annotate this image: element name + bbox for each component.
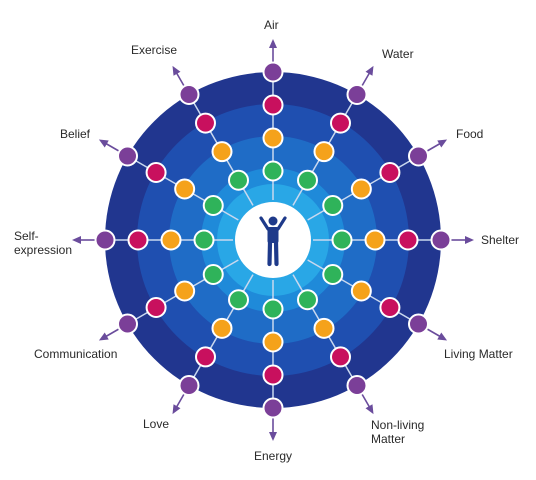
label-love: Love: [143, 417, 170, 431]
arrowhead-icon: [437, 332, 448, 341]
node-outer: [94, 229, 116, 251]
node-green: [322, 195, 344, 216]
node-orange: [350, 178, 372, 200]
node-green: [193, 229, 215, 251]
label-water: Water: [382, 47, 414, 61]
node-red: [262, 94, 284, 116]
arrowhead-icon: [365, 65, 374, 76]
arrowhead-icon: [98, 139, 109, 148]
arrowhead-icon: [269, 39, 277, 48]
node-red: [262, 364, 284, 386]
node-outer: [117, 145, 139, 167]
person-arms-raised-icon: [259, 216, 287, 267]
label-energy: Energy: [254, 449, 293, 463]
label-belief: Belief: [60, 127, 91, 141]
label-shelter: Shelter: [481, 233, 520, 247]
node-outer: [430, 229, 452, 251]
node-orange: [211, 317, 233, 339]
arrowhead-icon: [98, 332, 109, 341]
label-air: Air: [264, 18, 279, 32]
node-orange: [313, 317, 335, 339]
arrowhead-icon: [269, 432, 277, 441]
node-green: [228, 289, 249, 311]
node-green: [202, 195, 224, 216]
node-red: [379, 162, 401, 183]
node-orange: [174, 280, 196, 302]
arrowhead-icon: [172, 65, 181, 76]
label-communication: Communication: [34, 347, 118, 361]
node-orange: [174, 178, 196, 200]
node-outer: [262, 397, 284, 419]
arrowhead-icon: [72, 236, 81, 244]
spoke-arrow-shaft: [105, 142, 120, 152]
node-orange: [313, 141, 335, 163]
arrowhead-icon: [172, 404, 181, 415]
node-green: [297, 289, 318, 311]
label-food: Food: [456, 127, 484, 141]
node-orange: [262, 331, 284, 353]
node-red: [145, 297, 167, 318]
node-orange: [364, 229, 386, 251]
node-outer: [346, 84, 368, 106]
node-green: [297, 169, 318, 191]
node-green: [228, 169, 249, 191]
node-orange: [211, 141, 233, 163]
node-outer: [346, 374, 368, 396]
spoke-arrow-shaft: [426, 328, 441, 338]
spoke-arrow-shaft: [105, 328, 120, 338]
node-orange: [262, 127, 284, 149]
node-outer: [178, 374, 200, 396]
spoke-arrow-shaft: [175, 393, 185, 408]
node-outer: [178, 84, 200, 106]
label-non-living-matter: Non-living Matter: [371, 418, 425, 446]
node-green: [262, 160, 284, 182]
spoke-arrow-shaft: [361, 72, 371, 87]
node-red: [379, 297, 401, 318]
node-green: [322, 264, 344, 285]
node-green: [331, 229, 353, 251]
spoke-arrow-shaft: [426, 142, 441, 152]
node-outer: [407, 313, 429, 335]
spoke-arrow-shaft: [361, 393, 371, 408]
node-red: [195, 112, 216, 134]
arrowhead-icon: [465, 236, 474, 244]
node-outer: [407, 145, 429, 167]
label-exercise: Exercise: [131, 43, 178, 57]
node-orange: [350, 280, 372, 302]
node-green: [202, 264, 224, 285]
node-red: [145, 162, 167, 183]
node-red: [330, 346, 351, 368]
node-red: [127, 229, 149, 251]
label-self-expression: Self-expression: [14, 229, 73, 257]
spoke-arrow-shaft: [175, 72, 185, 87]
node-red: [195, 346, 216, 368]
label-living-matter: Living Matter: [444, 347, 513, 361]
node-outer: [117, 313, 139, 335]
node-orange: [160, 229, 182, 251]
arrowhead-icon: [437, 139, 448, 148]
node-red: [397, 229, 419, 251]
node-outer: [262, 61, 284, 83]
node-green: [262, 298, 284, 320]
node-red: [330, 112, 351, 134]
arrowhead-icon: [365, 404, 374, 415]
